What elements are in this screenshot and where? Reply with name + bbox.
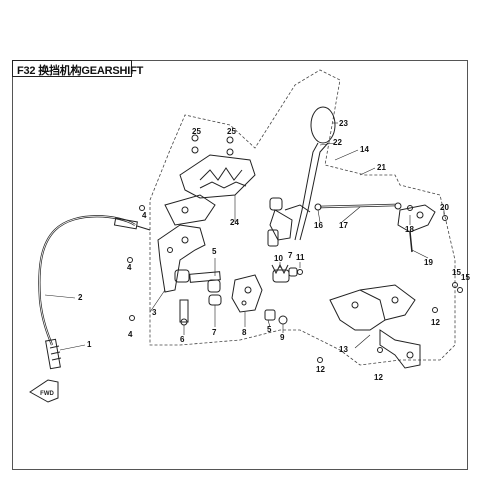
fwd-direction-badge: FWD [29,379,59,403]
callout-12b: 12 [374,373,383,382]
callout-4b: 4 [127,263,132,272]
callout-19: 19 [424,258,433,267]
callout-10: 10 [274,254,283,263]
callout-23: 23 [339,119,348,128]
shift-arm [397,204,436,233]
callout-12a: 12 [316,365,325,374]
callout-17: 17 [339,221,348,230]
shift-plate [231,274,263,313]
callout-14: 14 [360,145,369,154]
callout-7a: 7 [212,328,217,337]
gearshift-parts [38,106,463,370]
callout-9: 9 [280,333,285,342]
callout-4c: 4 [128,330,133,339]
callout-labels: 1 2 3 4 4 4 5 5 6 7 7 8 9 10 11 12 12 12… [78,119,470,382]
callout-11: 11 [296,253,305,262]
callout-8: 8 [242,328,247,337]
callout-25a: 25 [192,127,201,136]
callout-13: 13 [339,345,348,354]
callout-15b: 15 [461,273,470,282]
cover [179,154,256,199]
callout-20: 20 [440,203,449,212]
callout-16: 16 [314,221,323,230]
callout-3: 3 [152,308,157,317]
callout-1: 1 [87,340,92,349]
mount-bracket [329,289,386,331]
shift-cable [38,215,136,346]
diagram-title-box: F32 换挡机构GEARSHIFT [12,60,143,77]
callout-21: 21 [377,163,386,172]
callout-5a: 5 [212,247,217,256]
assembly-boundary [149,69,456,366]
callout-25b: 25 [227,127,236,136]
leader-lines [44,122,445,351]
diagram-title: F32 换挡机构GEARSHIFT [17,65,144,77]
diagram-frame [12,60,468,470]
shift-bracket [157,224,206,293]
fwd-label: FWD [40,391,54,397]
callout-22: 22 [333,138,342,147]
bolt-6 [179,299,189,323]
cable-end [45,338,61,370]
callout-18: 18 [405,225,414,234]
callout-7b: 7 [288,251,293,260]
callout-24: 24 [230,218,239,227]
shift-knob [310,106,336,144]
callout-4a: 4 [142,211,147,220]
callout-6: 6 [180,335,185,344]
callout-12c: 12 [431,318,440,327]
callout-5b: 5 [267,325,272,334]
callout-2: 2 [78,293,83,302]
callout-15a: 15 [452,268,461,277]
